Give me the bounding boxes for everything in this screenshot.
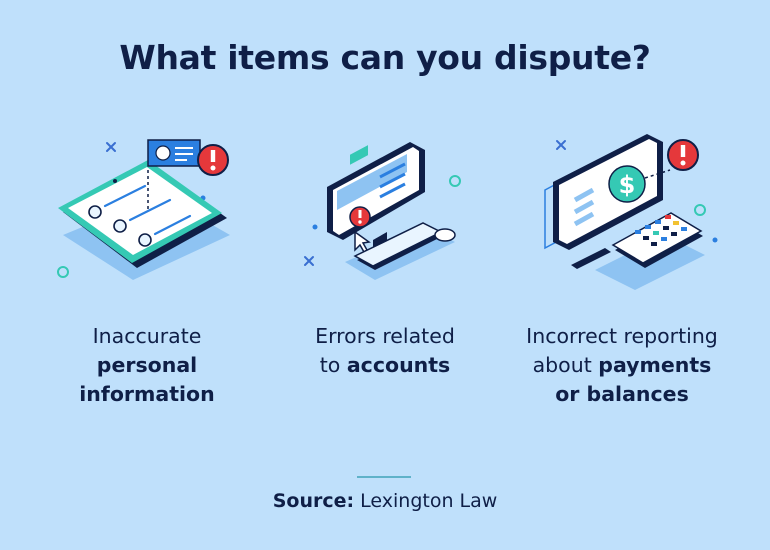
cross-mark-icon bbox=[556, 140, 566, 150]
source-line: Source: Lexington Law bbox=[0, 490, 770, 512]
dollar-icon bbox=[608, 165, 646, 203]
tablet-profile-alert-icon bbox=[57, 139, 230, 280]
caption-payments-balances: Incorrect reporting about payments or ba… bbox=[526, 324, 718, 406]
ring-dot-icon bbox=[57, 266, 69, 278]
ring-dot-icon bbox=[694, 204, 706, 216]
computer-alert-icon bbox=[304, 142, 461, 280]
caption-accounts: Errors related to accounts bbox=[315, 324, 455, 377]
page-title: What items can you dispute? bbox=[119, 38, 651, 77]
svg-text:$: $ bbox=[619, 171, 636, 199]
ring-dot-icon bbox=[449, 175, 461, 187]
cross-mark-icon bbox=[106, 142, 116, 152]
source-value: Lexington Law bbox=[360, 490, 498, 512]
cross-mark-icon bbox=[304, 256, 314, 266]
caption-personal-information: Inaccurate personal information bbox=[79, 324, 215, 406]
divider bbox=[357, 476, 411, 478]
source-label: Source: bbox=[272, 490, 355, 512]
monitor-dollar-calculator-icon: $ bbox=[544, 134, 718, 290]
